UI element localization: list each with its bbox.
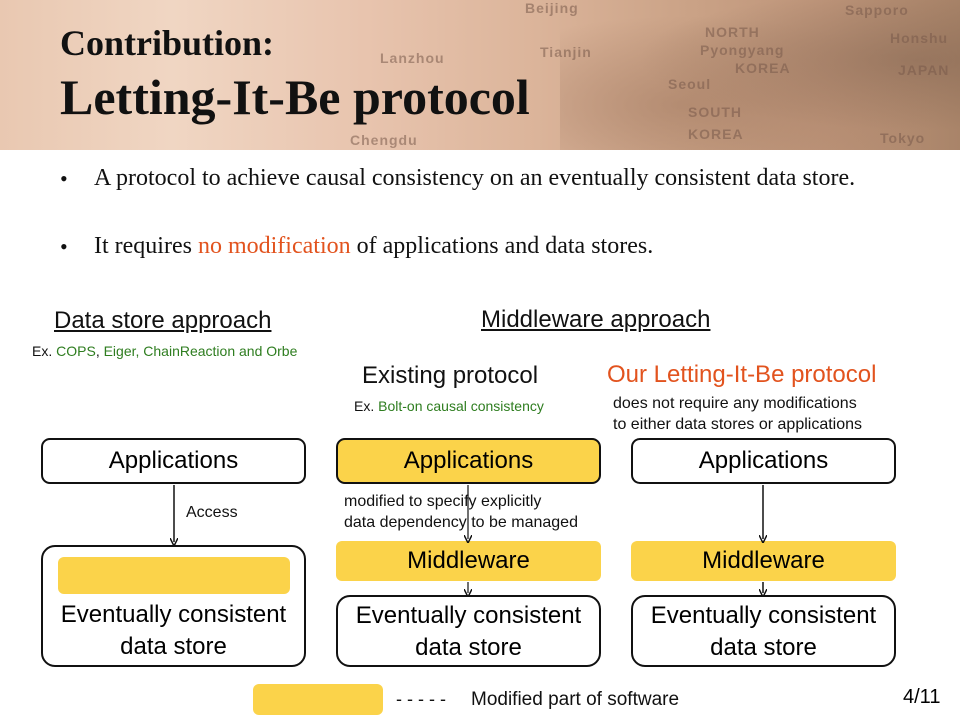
datastore-applications-box: Applications (41, 438, 306, 484)
header-banner: Beijing Tianjin NORTH Pyongyang KOREA Se… (0, 0, 960, 150)
map-label: KOREA (688, 126, 744, 142)
map-label: Pyongyang (700, 42, 785, 58)
example-prefix: Ex. (354, 398, 379, 414)
bullet-2-highlight: no modification (197, 233, 351, 259)
legend-swatch (253, 684, 383, 715)
map-label: Lanzhou (380, 50, 445, 66)
ours-note: does not require any modifications to ei… (613, 393, 862, 435)
page-title: Letting-It-Be protocol (60, 69, 530, 125)
middleware-heading: Middleware approach (481, 306, 711, 333)
ours-note-line1: does not require any modifications (613, 395, 857, 412)
map-label: Chengdu (350, 132, 418, 148)
ours-middleware-box: Middleware (631, 541, 896, 581)
bullet-marker: • (60, 234, 68, 259)
title-line1: Contribution: (60, 23, 275, 63)
ours-heading: Our Letting-It-Be protocol (607, 361, 877, 388)
existing-example: Ex. Bolt-on causal consistency (354, 398, 544, 414)
store-line1: Eventually consistent (650, 602, 877, 629)
example-systems: Eiger, ChainReaction and Orbe (103, 343, 298, 359)
example-bolt-on: Bolt-on causal consistency (378, 398, 544, 414)
existing-note-line2: data dependency to be managed (344, 514, 578, 531)
existing-middleware-box: Middleware (336, 541, 601, 581)
map-label: KOREA (735, 60, 791, 76)
existing-applications-box: Applications (336, 438, 601, 484)
ours-applications-box: Applications (631, 438, 896, 484)
map-label: Tianjin (540, 44, 592, 60)
bullet-2-text: It requires no modification of applicati… (94, 230, 914, 262)
store-line1: Eventually consistent (355, 602, 582, 629)
example-separator: , (95, 343, 104, 359)
bullet-2-before: It requires (94, 233, 198, 259)
example-cops: COPS (56, 343, 96, 359)
store-line2: data store (415, 634, 522, 661)
map-label: NORTH (705, 24, 760, 40)
map-label: JAPAN (898, 62, 950, 78)
datastore-example: Ex. COPS, Eiger, ChainReaction and Orbe (32, 343, 297, 359)
map-label: SOUTH (688, 104, 742, 120)
map-label: Honshu (890, 30, 949, 46)
store-line2: data store (710, 634, 817, 661)
bullet-1-text: A protocol to achieve causal consistency… (94, 165, 856, 191)
map-label: Beijing (525, 0, 579, 16)
datastore-modified-part (58, 557, 290, 594)
store-line2: data store (120, 633, 227, 660)
existing-note-line1: modified to specify explicitly (344, 493, 542, 510)
bullet-2-after: of applications and data stores. (350, 233, 654, 259)
map-label: Tokyo (880, 130, 926, 146)
page-number: 4/11 (903, 686, 941, 708)
bullet-marker: • (60, 166, 68, 191)
example-prefix: Ex. (32, 343, 57, 359)
ours-note-line2: to either data stores or applications (613, 416, 863, 433)
map-label: Sapporo (845, 2, 909, 18)
datastore-heading: Data store approach (54, 307, 272, 334)
legend-dashes: - - - - - (396, 689, 446, 709)
store-line1: Eventually consistent (60, 601, 287, 628)
legend-label: Modified part of software (471, 689, 680, 710)
existing-heading: Existing protocol (362, 362, 539, 389)
existing-store-box: Eventually consistent data store (336, 595, 601, 667)
access-label: Access (186, 504, 238, 521)
map-label: Seoul (668, 76, 712, 92)
existing-note: modified to specify explicitly data depe… (344, 491, 578, 533)
